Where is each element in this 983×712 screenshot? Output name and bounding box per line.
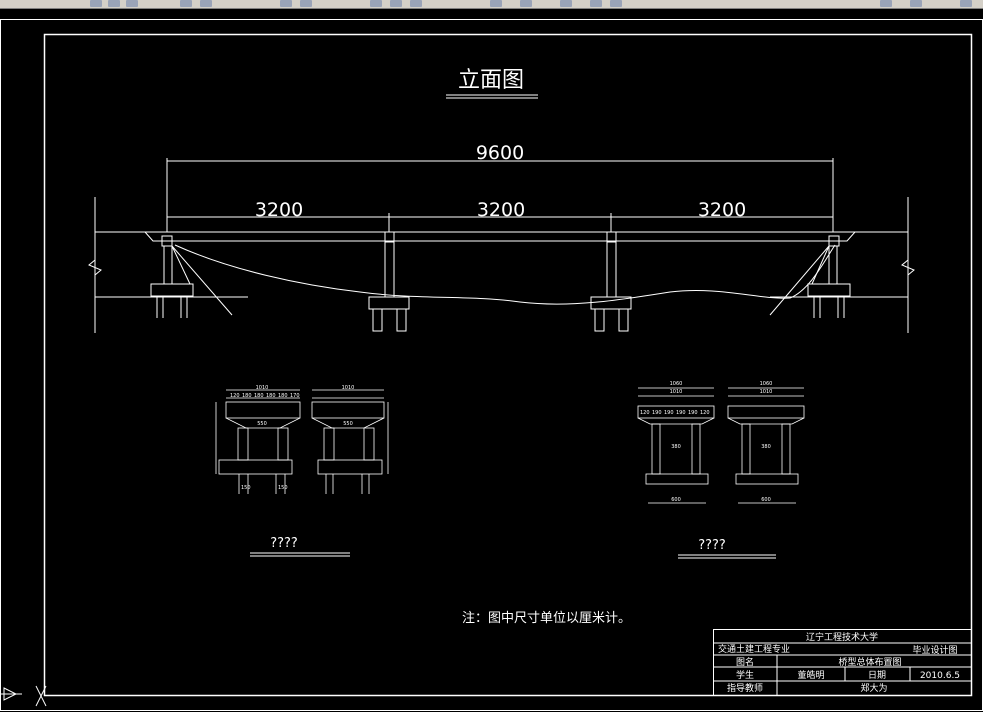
dim-label: 120	[700, 410, 710, 416]
dim-label: 180	[242, 393, 252, 399]
span-dimension-1: 3200	[255, 199, 303, 221]
toolbar-icon[interactable]	[610, 0, 622, 7]
ground-profile	[174, 244, 836, 305]
toolbar-icon[interactable]	[90, 0, 102, 7]
bridge-deck	[88, 197, 915, 333]
toolbar-icon[interactable]	[390, 0, 402, 7]
ucs-icon	[0, 685, 47, 707]
student-label: 学生	[736, 669, 754, 681]
right-abutment	[769, 235, 851, 318]
toolbar-icon[interactable]	[180, 0, 192, 7]
toolbar-icon[interactable]	[410, 0, 422, 7]
dim-label: 190	[688, 410, 698, 416]
dim-label: 600	[761, 497, 771, 503]
pier-detail-left	[215, 389, 389, 494]
inner-drawing-frame	[43, 33, 973, 697]
school-name: 辽宁工程技术大学	[806, 631, 878, 643]
outer-paper-border	[0, 19, 983, 711]
toolbar-icon[interactable]	[960, 0, 972, 7]
dim-label: 1010	[342, 385, 355, 391]
design-type: 毕业设计图	[912, 644, 957, 656]
dim-label: 1010	[256, 385, 269, 391]
toolbar-icon[interactable]	[200, 0, 212, 7]
cad-toolbar[interactable]	[0, 0, 983, 9]
toolbar-icon[interactable]	[490, 0, 502, 7]
dim-label: 180	[278, 393, 288, 399]
dim-label: 150	[241, 485, 251, 491]
advisor-label: 指导教师	[727, 682, 763, 694]
dim-label: 550	[257, 421, 267, 427]
drawing-note: 注：图中尺寸单位以厘米计。	[462, 611, 631, 626]
toolbar-icon[interactable]	[880, 0, 892, 7]
cad-drawing-canvas[interactable]: 立面图 9600 3200 3200 3200 1010 1010 120 18…	[0, 9, 983, 712]
toolbar-icon[interactable]	[590, 0, 602, 7]
dim-label: 180	[266, 393, 276, 399]
total-span-dimension: 9600	[476, 142, 524, 164]
toolbar-icon[interactable]	[126, 0, 138, 7]
student-name: 董皓明	[797, 669, 824, 681]
dim-label: 600	[671, 497, 681, 503]
dim-label: 380	[671, 444, 681, 450]
span-dimension-3: 3200	[698, 199, 746, 221]
dimension-lines	[166, 158, 834, 232]
toolbar-icon[interactable]	[300, 0, 312, 7]
toolbar-icon[interactable]	[560, 0, 572, 7]
title-block	[713, 629, 972, 696]
pier-1	[368, 231, 410, 332]
drawing-title: 立面图	[458, 68, 524, 93]
major-name: 交通土建工程专业	[718, 643, 790, 655]
dim-label: 1010	[670, 389, 683, 395]
dim-label: 190	[676, 410, 686, 416]
dim-label: 170	[290, 393, 300, 399]
right-detail-label: ????	[698, 538, 726, 553]
toolbar-icon[interactable]	[910, 0, 922, 7]
toolbar-icon[interactable]	[370, 0, 382, 7]
date-value: 2010.6.5	[920, 671, 960, 681]
dim-label: 1060	[670, 381, 683, 387]
dim-label: 550	[343, 421, 353, 427]
pier-detail-right	[637, 387, 805, 504]
left-detail-label: ????	[270, 536, 298, 551]
drawing-name: 桥型总体布置图	[838, 656, 901, 668]
advisor-name: 郑大为	[860, 682, 887, 694]
dim-label: 120	[230, 393, 240, 399]
dim-label: 1060	[760, 381, 773, 387]
pier-2	[590, 231, 632, 332]
dim-label: 1010	[760, 389, 773, 395]
dim-label: 190	[664, 410, 674, 416]
left-abutment	[150, 235, 233, 318]
dim-label: 190	[652, 410, 662, 416]
span-dimension-2: 3200	[477, 199, 525, 221]
drawing-name-label: 图名	[736, 656, 754, 668]
dim-label: 180	[254, 393, 264, 399]
toolbar-icon[interactable]	[280, 0, 292, 7]
date-label: 日期	[868, 670, 886, 681]
toolbar-icon[interactable]	[108, 0, 120, 7]
toolbar-icon[interactable]	[520, 0, 532, 7]
dim-label: 150	[278, 485, 288, 491]
dim-label: 120	[640, 410, 650, 416]
dim-label: 380	[761, 444, 771, 450]
